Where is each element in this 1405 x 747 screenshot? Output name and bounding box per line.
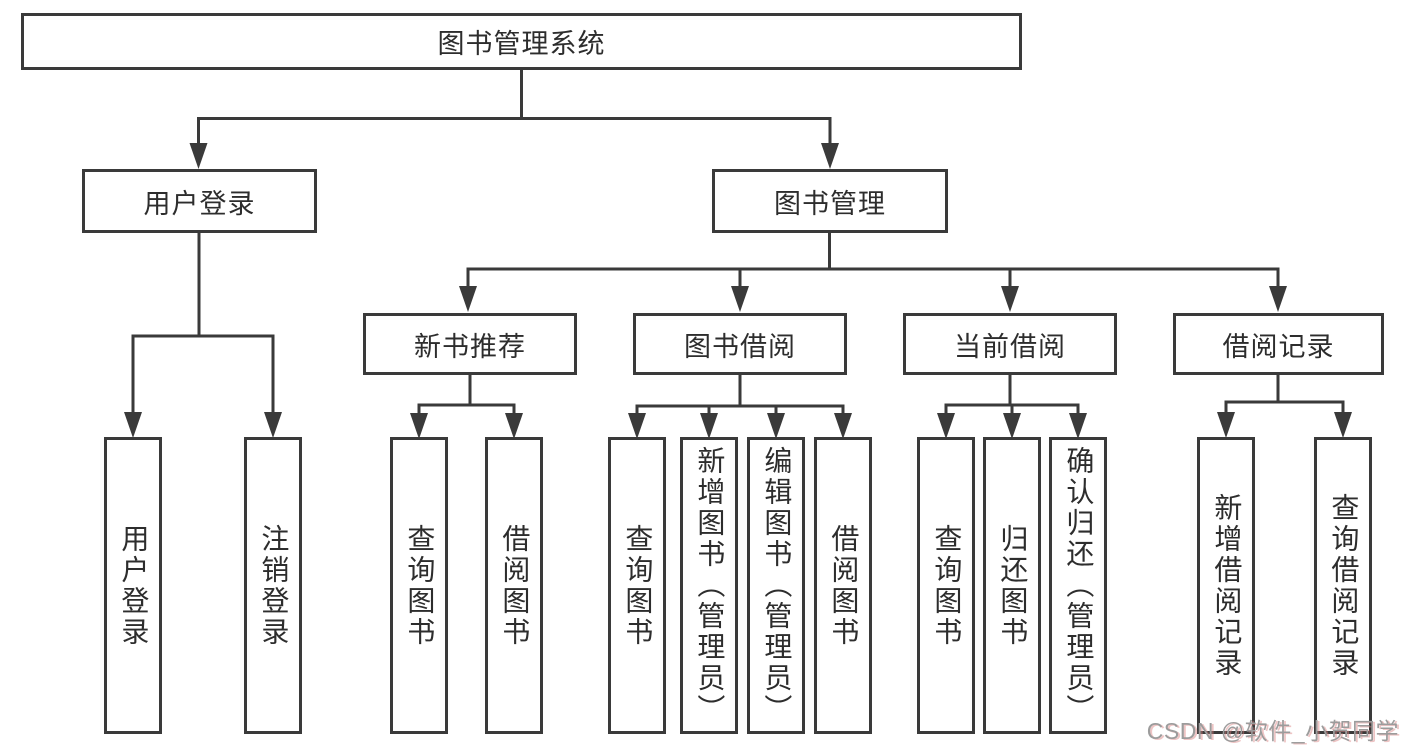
leaf-borrow-books-recommend: 借阅图书 <box>485 437 543 734</box>
leaf-borrow-books-borrow: 借阅图书 <box>814 437 872 734</box>
node-new-book-recommend: 新书推荐 <box>363 313 577 375</box>
leaf-query-books-borrow: 查询图书 <box>608 437 666 734</box>
leaf-return-books: 归还图书 <box>983 437 1041 734</box>
node-borrow-records-label: 借阅记录 <box>1222 331 1335 362</box>
node-new-book-recommend-label: 新书推荐 <box>414 331 526 362</box>
leaf-logout-label: 注销登录 <box>258 523 290 648</box>
leaf-query-books-current: 查询图书 <box>917 437 975 734</box>
leaf-borrow-books-recommend-label: 借阅图书 <box>499 523 531 648</box>
node-root-label: 图书管理系统 <box>437 29 606 59</box>
node-root: 图书管理系统 <box>21 13 1022 70</box>
leaf-return-books-label: 归还图书 <box>997 523 1029 648</box>
leaf-edit-book-admin-label: 编辑图书（管理员） <box>761 446 793 725</box>
leaf-user-login: 用户登录 <box>104 437 162 734</box>
connector-book-management-children <box>459 233 1287 312</box>
leaf-user-login-label: 用户登录 <box>118 523 150 648</box>
leaf-query-borrow-record: 查询借阅记录 <box>1314 437 1372 734</box>
node-book-borrow: 图书借阅 <box>633 313 847 375</box>
node-user-login: 用户登录 <box>82 169 317 233</box>
connector-root-to-level2 <box>189 68 839 169</box>
connector-book-borrow-children <box>628 375 852 439</box>
leaf-query-books-current-label: 查询图书 <box>931 523 963 648</box>
leaf-add-book-admin-label: 新增图书（管理员） <box>694 446 726 725</box>
leaf-logout: 注销登录 <box>244 437 302 734</box>
leaf-query-books-recommend: 查询图书 <box>390 437 448 734</box>
node-current-borrow: 当前借阅 <box>903 313 1117 375</box>
leaf-query-borrow-record-label: 查询借阅记录 <box>1328 492 1360 679</box>
connector-new-book-recommend-children <box>410 375 523 439</box>
leaf-add-borrow-record: 新增借阅记录 <box>1197 437 1255 734</box>
node-current-borrow-label: 当前借阅 <box>954 331 1066 362</box>
leaf-edit-book-admin: 编辑图书（管理员） <box>747 437 805 734</box>
connector-current-borrow-children <box>937 375 1087 439</box>
connector-borrow-records-children <box>1217 375 1352 438</box>
leaf-confirm-return-admin-label: 确认归还（管理员） <box>1063 446 1095 725</box>
node-book-borrow-label: 图书借阅 <box>684 331 796 362</box>
leaf-query-books-recommend-label: 查询图书 <box>404 523 436 648</box>
leaf-add-book-admin: 新增图书（管理员） <box>680 437 738 734</box>
node-book-management-label: 图书管理 <box>774 188 886 219</box>
watermark-text: CSDN @软件_小贺同学 <box>1146 718 1399 744</box>
node-book-management: 图书管理 <box>712 169 948 233</box>
leaf-confirm-return-admin: 确认归还（管理员） <box>1049 437 1107 734</box>
node-user-login-label: 用户登录 <box>143 188 256 219</box>
leaf-query-books-borrow-label: 查询图书 <box>622 523 654 648</box>
connector-user-login-children <box>124 233 282 438</box>
leaf-add-borrow-record-label: 新增借阅记录 <box>1211 492 1243 679</box>
node-borrow-records: 借阅记录 <box>1173 313 1384 375</box>
leaf-borrow-books-borrow-label: 借阅图书 <box>828 523 860 648</box>
